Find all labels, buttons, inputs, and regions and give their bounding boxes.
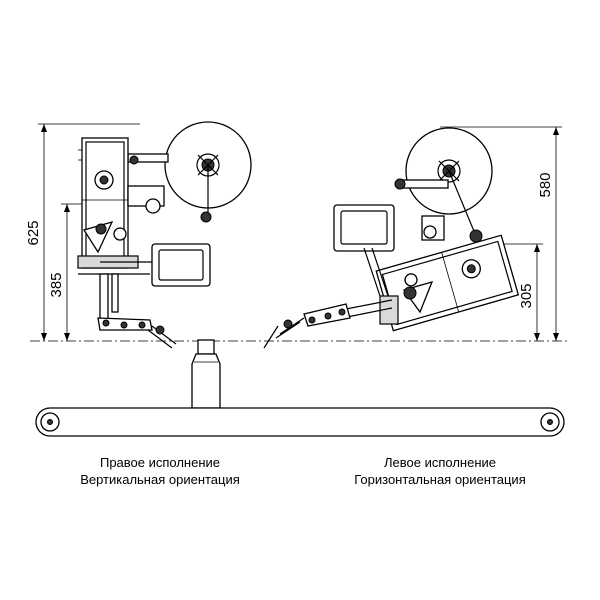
right-applicator [263,127,520,349]
dimension-580-label: 580 [537,172,554,197]
conveyor [35,407,565,437]
dimension-580: 580 [440,126,562,341]
left-main-housing [81,137,129,269]
left-caption-line1: Правое исполнение [100,455,220,470]
dimension-625: 625 [25,123,140,341]
dimension-305: 305 [470,243,543,341]
dimension-305-label: 305 [518,283,535,308]
right-caption-line2: Горизонтальная ориентация [354,472,526,487]
bottle [191,339,221,409]
left-control-panel [151,243,211,287]
dimension-385-label: 385 [48,272,65,297]
right-control-panel [333,204,395,252]
left-applicator [77,121,252,349]
left-caption-line2: Вертикальная ориентация [80,472,240,487]
right-caption-line1: Левое исполнение [384,455,496,470]
dimension-625-label: 625 [25,220,42,245]
